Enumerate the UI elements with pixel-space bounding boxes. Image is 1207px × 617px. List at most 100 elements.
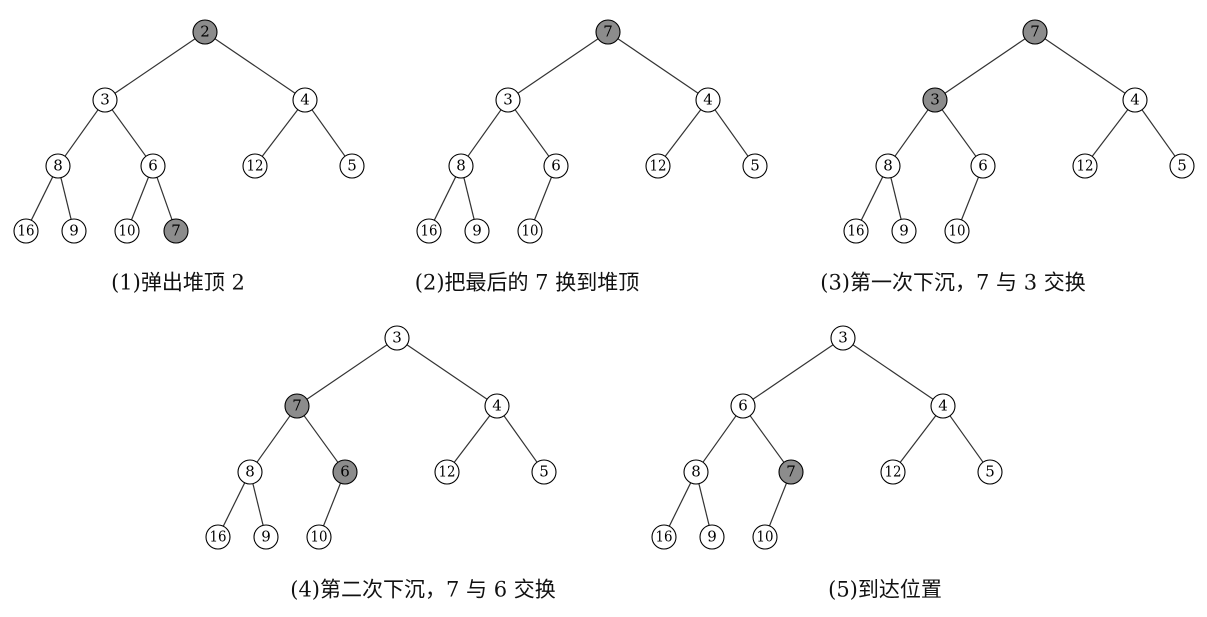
node-circle bbox=[140, 153, 166, 179]
tree-node: 6 bbox=[140, 153, 166, 179]
tree-edge bbox=[261, 109, 299, 157]
tree-node: 6 bbox=[543, 153, 569, 179]
node-circle bbox=[970, 153, 996, 179]
tree-node: 7 bbox=[1022, 19, 1048, 45]
node-label: 12 bbox=[650, 157, 667, 175]
node-circle bbox=[683, 459, 709, 485]
node-circle bbox=[61, 218, 87, 244]
tree-node: 5 bbox=[531, 459, 557, 485]
tree-node: 12 bbox=[242, 153, 268, 179]
node-circle bbox=[205, 524, 231, 550]
node-circle bbox=[464, 218, 490, 244]
node-label: 8 bbox=[883, 157, 893, 175]
node-circle-highlighted bbox=[922, 87, 948, 113]
node-label: 6 bbox=[551, 157, 561, 175]
node-label: 4 bbox=[1130, 91, 1140, 109]
tree-node: 5 bbox=[742, 153, 768, 179]
node-label: 7 bbox=[786, 463, 796, 481]
tree-edge bbox=[222, 482, 246, 527]
tree-node: 16 bbox=[205, 524, 231, 550]
tree-node: 3 bbox=[495, 87, 521, 113]
node-circle bbox=[830, 325, 856, 351]
tree-node: 4 bbox=[292, 87, 318, 113]
node-circle bbox=[742, 153, 768, 179]
tree-edge bbox=[949, 415, 984, 463]
tree-node: 16 bbox=[843, 218, 869, 244]
tree-node: 4 bbox=[695, 87, 721, 113]
tree-node: 2 bbox=[192, 19, 218, 45]
node-circle bbox=[930, 393, 956, 419]
tree-edge bbox=[899, 415, 937, 463]
node-label: 8 bbox=[691, 463, 701, 481]
node-circle-highlighted bbox=[284, 393, 310, 419]
node-label: 8 bbox=[456, 157, 466, 175]
node-circle bbox=[543, 153, 569, 179]
tree-edge bbox=[1141, 109, 1176, 157]
node-circle bbox=[752, 524, 778, 550]
node-circle bbox=[114, 218, 140, 244]
node-circle bbox=[384, 325, 410, 351]
node-label: 4 bbox=[703, 91, 713, 109]
node-circle bbox=[237, 459, 263, 485]
node-circle bbox=[730, 393, 756, 419]
tree-node: 4 bbox=[1122, 87, 1148, 113]
tree-edge bbox=[514, 109, 550, 157]
tree-node: 8 bbox=[237, 459, 263, 485]
tree-node: 16 bbox=[416, 218, 442, 244]
node-label: 12 bbox=[885, 463, 902, 481]
node-label: 9 bbox=[69, 222, 79, 240]
tree-edge bbox=[617, 38, 699, 94]
node-label: 7 bbox=[603, 23, 613, 41]
node-label: 8 bbox=[245, 463, 255, 481]
tree-node: 3 bbox=[92, 87, 118, 113]
tree-edge bbox=[433, 176, 457, 221]
tree-node: 4 bbox=[930, 393, 956, 419]
node-circle bbox=[253, 524, 279, 550]
node-label: 10 bbox=[949, 222, 966, 240]
node-circle bbox=[977, 459, 1003, 485]
node-label: 6 bbox=[978, 157, 988, 175]
node-label: 16 bbox=[656, 528, 673, 546]
tree-node: 7 bbox=[595, 19, 621, 45]
tree-edge bbox=[467, 109, 502, 157]
tree-edge bbox=[860, 176, 884, 221]
tree-edge bbox=[111, 109, 147, 157]
tree-node: 7 bbox=[778, 459, 804, 485]
tree-edge bbox=[406, 344, 488, 400]
tree-edge bbox=[214, 38, 296, 94]
node-label: 5 bbox=[347, 157, 357, 175]
tree-edge bbox=[60, 177, 72, 220]
tree-edge bbox=[156, 177, 173, 220]
panel-caption: (5)到达位置 bbox=[828, 578, 942, 602]
tree-node: 4 bbox=[484, 393, 510, 419]
node-label: 7 bbox=[292, 397, 302, 415]
node-label: 12 bbox=[1077, 157, 1094, 175]
tree-edge bbox=[453, 415, 491, 463]
node-circle bbox=[517, 218, 543, 244]
node-circle bbox=[306, 524, 332, 550]
tree-edge bbox=[668, 482, 692, 527]
tree-node: 9 bbox=[253, 524, 279, 550]
tree-edge bbox=[890, 177, 902, 220]
tree-edge bbox=[322, 482, 342, 527]
tree-edge bbox=[944, 38, 1026, 94]
tree-node: 12 bbox=[645, 153, 671, 179]
node-label: 7 bbox=[171, 222, 181, 240]
tree-node: 10 bbox=[752, 524, 778, 550]
tree-node: 10 bbox=[944, 218, 970, 244]
node-label: 5 bbox=[750, 157, 760, 175]
node-label: 10 bbox=[757, 528, 774, 546]
tree-edge bbox=[664, 109, 702, 157]
node-circle bbox=[495, 87, 521, 113]
node-label: 16 bbox=[421, 222, 438, 240]
tree-node: 12 bbox=[434, 459, 460, 485]
node-circle bbox=[891, 218, 917, 244]
node-label: 10 bbox=[522, 222, 539, 240]
node-circle bbox=[448, 153, 474, 179]
node-circle bbox=[875, 153, 901, 179]
tree-edge bbox=[30, 176, 54, 221]
